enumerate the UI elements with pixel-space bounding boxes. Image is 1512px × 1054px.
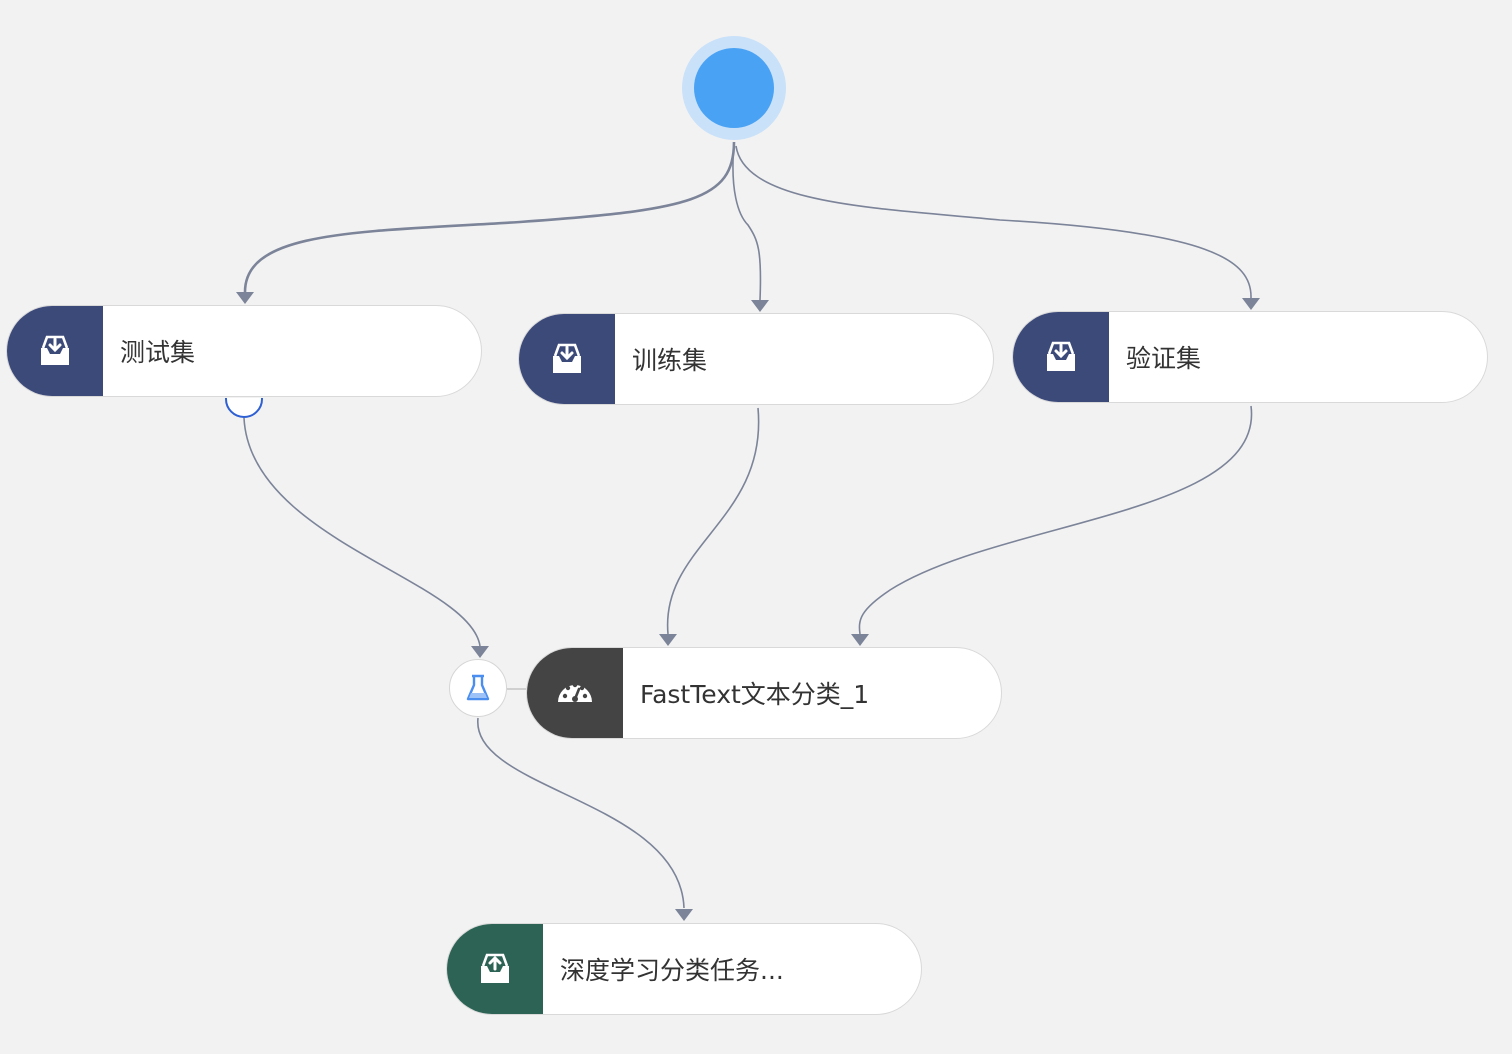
node-validation-set[interactable]: 验证集: [1012, 311, 1488, 403]
start-node[interactable]: [682, 36, 786, 140]
node-train-set[interactable]: 训练集: [518, 313, 994, 405]
edge-arrow: [675, 909, 693, 921]
edge-valid-set-to-model[interactable]: [858, 405, 1253, 635]
edge-test-set-to-evaluate[interactable]: [243, 417, 481, 647]
edge-train-set-to-model[interactable]: [666, 407, 760, 635]
inbox-download-icon: [1047, 341, 1075, 371]
node-test-set[interactable]: 测试集: [6, 305, 482, 397]
node-label: FastText文本分类_1: [640, 680, 870, 709]
evaluate-link: [507, 688, 526, 690]
node-icon-box: [1013, 312, 1109, 402]
node-icon-box: [447, 924, 543, 1014]
dashboard-gauge-icon: [558, 682, 592, 702]
start-node-core: [694, 48, 774, 128]
node-icon-box: [7, 306, 103, 396]
edge-start-to-train-set[interactable]: [732, 143, 762, 301]
node-label: 训练集: [632, 346, 708, 375]
node-icon-box: [527, 648, 623, 738]
edge-arrow: [659, 634, 677, 646]
node-label: 深度学习分类任务...: [560, 956, 784, 985]
edge-arrow: [851, 634, 869, 646]
edge-arrow: [751, 300, 769, 312]
flask-icon: [466, 674, 490, 701]
node-output-task[interactable]: 深度学习分类任务...: [446, 923, 922, 1015]
inbox-upload-icon: [481, 953, 509, 983]
edge-arrow: [471, 646, 489, 658]
edge-arrow: [236, 292, 254, 304]
evaluate-node[interactable]: [449, 659, 507, 717]
edge-evaluate-to-output[interactable]: [477, 717, 685, 909]
inbox-download-icon: [553, 343, 581, 373]
edge-start-to-test-set[interactable]: [243, 141, 736, 293]
node-fasttext-model[interactable]: FastText文本分类_1: [526, 647, 1002, 739]
inbox-download-icon: [41, 335, 69, 365]
node-label: 测试集: [120, 338, 196, 367]
edge-start-to-valid-set[interactable]: [735, 145, 1252, 299]
node-label: 验证集: [1126, 344, 1202, 373]
node-icon-box: [519, 314, 615, 404]
edge-arrow: [1242, 298, 1260, 310]
